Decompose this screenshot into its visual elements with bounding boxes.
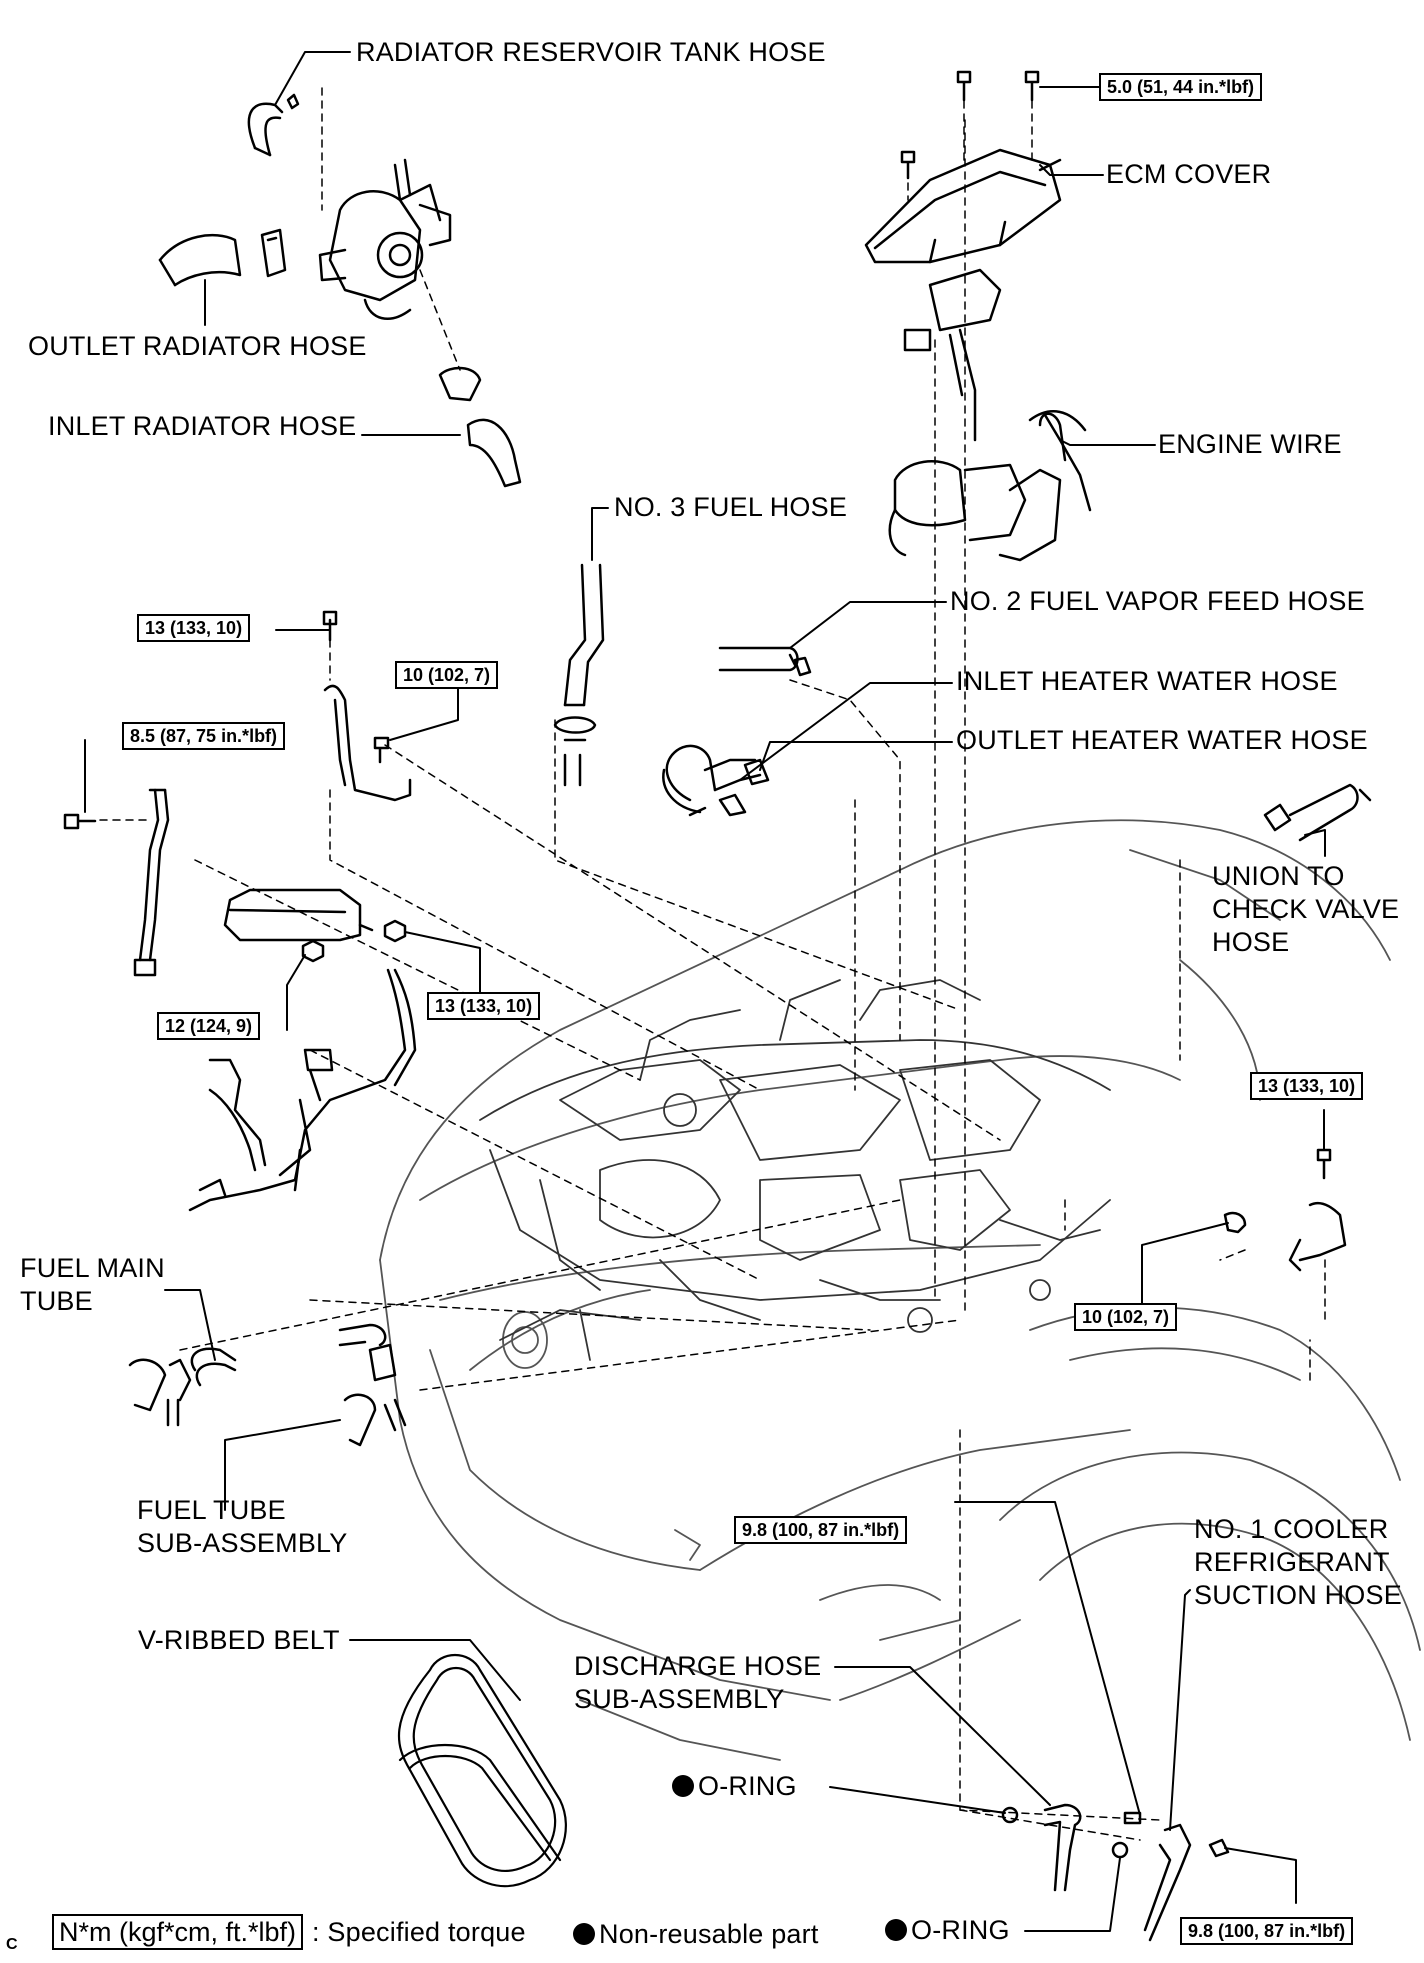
torque-nut-left: 12 (124, 9) (157, 1012, 261, 1040)
label-fuel-tube-sub-assembly: FUEL TUBE SUB-ASSEMBLY (137, 1494, 347, 1560)
torque-bracket-bolt-top: 13 (133, 10) (137, 614, 251, 642)
ground-strap (63, 788, 170, 977)
label-o-ring-upper: O-RING (672, 1770, 797, 1802)
ecm-bolts (900, 70, 1040, 180)
label-inlet-heater-water-hose: INLET HEATER WATER HOSE (956, 666, 1338, 696)
engine-wire-connectors (888, 268, 1092, 562)
v-ribbed-belt-part (397, 1654, 567, 1888)
label-fuel-main-line-1: FUEL MAIN (20, 1253, 165, 1283)
label-discharge-line-1: DISCHARGE HOSE (574, 1651, 822, 1681)
heater-water-hoses (662, 744, 770, 817)
label-union-line-3: HOSE (1212, 927, 1290, 957)
torque-ground-bolt: 8.5 (87, 75 in.*lbf) (122, 722, 286, 750)
label-engine-wire: ENGINE WIRE (1158, 429, 1342, 459)
label-cooler-line-3: SUCTION HOSE (1194, 1580, 1402, 1610)
water-outlet-assembly (318, 158, 452, 320)
label-ecm-cover: ECM COVER (1106, 159, 1272, 189)
assembly-guide-lines (99, 87, 1326, 1841)
label-no1-cooler-refrigerant-suction-hose: NO. 1 COOLER REFRIGERANT SUCTION HOSE (1194, 1513, 1402, 1612)
no2-fuel-vapor-feed-hose (718, 646, 812, 677)
label-cooler-line-2: REFRIGERANT (1194, 1547, 1390, 1577)
legend-torque-desc: : Specified torque (312, 1917, 526, 1947)
label-radiator-reservoir-tank-hose: RADIATOR RESERVOIR TANK HOSE (356, 37, 826, 67)
ecm-cover-part (864, 148, 1062, 264)
non-reusable-dot-icon (672, 1775, 694, 1797)
torque-ecm-cover-bolt: 5.0 (51, 44 in.*lbf) (1099, 73, 1263, 101)
torque-wire-bolt: 10 (102, 7) (395, 661, 499, 689)
label-inlet-radiator-hose: INLET RADIATOR HOSE (48, 411, 357, 441)
engine-wire-harness-left (188, 968, 417, 1212)
label-discharge-line-2: SUB-ASSEMBLY (574, 1684, 785, 1714)
torque-right-bracket-bolt: 13 (133, 10) (1250, 1072, 1364, 1100)
leader-lines (84, 51, 1326, 1932)
torque-discharge-bolt: 9.8 (100, 87 in.*lbf) (734, 1516, 908, 1544)
ground-bracket-right (1223, 1148, 1347, 1272)
legend-non-reusable-text: Non-reusable part (599, 1919, 819, 1949)
outlet-radiator-hose (158, 233, 242, 287)
torque-right-wire-bolt: 10 (102, 7) (1074, 1303, 1178, 1331)
radiator-reservoir-tank-hose (247, 93, 300, 157)
label-o-ring-lower: O-RING (885, 1914, 1010, 1946)
label-outlet-radiator-hose: OUTLET RADIATOR HOSE (28, 331, 367, 361)
label-union-line-1: UNION TO (1212, 861, 1345, 891)
label-outlet-heater-water-hose: OUTLET HEATER WATER HOSE (956, 725, 1368, 755)
fuel-main-tube-part (128, 1347, 237, 1427)
nuts (301, 919, 407, 963)
label-union-line-2: CHECK VALVE (1212, 894, 1400, 924)
hose-clamp-inlet (438, 366, 482, 402)
illustration-code: C (6, 1936, 18, 1953)
label-fuel-tube-line-2: SUB-ASSEMBLY (137, 1528, 348, 1558)
label-fuel-tube-line-1: FUEL TUBE (137, 1495, 286, 1525)
label-fuel-main-line-2: TUBE (20, 1286, 93, 1316)
torque-suction-bolt: 9.8 (100, 87 in.*lbf) (1180, 1917, 1354, 1945)
inlet-radiator-hose (466, 418, 522, 488)
label-v-ribbed-belt: V-RIBBED BELT (138, 1625, 340, 1655)
torque-nut-right-left: 13 (133, 10) (427, 992, 541, 1020)
engine-compartment (479, 979, 1111, 1361)
suction-hose-part (1143, 1823, 1230, 1942)
label-fuel-main-tube: FUEL MAIN TUBE (20, 1252, 165, 1318)
legend-torque-key: N*m (kgf*cm, ft.*lbf) (52, 1914, 304, 1950)
o-ring-lower-text: O-RING (911, 1915, 1010, 1945)
hose-clamp-outlet (260, 228, 287, 278)
label-union-to-check-valve-hose: UNION TO CHECK VALVE HOSE (1212, 860, 1399, 959)
non-reusable-dot-icon (573, 1923, 595, 1945)
label-discharge-hose-sub-assembly: DISCHARGE HOSE SUB-ASSEMBLY (574, 1650, 821, 1716)
fuel-tube-sub-assembly-part (338, 1323, 407, 1447)
label-no2-fuel-vapor-feed-hose: NO. 2 FUEL VAPOR FEED HOSE (950, 586, 1365, 616)
discharge-hose-part (1043, 1803, 1142, 1892)
union-to-check-valve-hose (1263, 783, 1372, 842)
ground-bracket-left (322, 610, 412, 802)
no3-fuel-hose (553, 563, 605, 787)
label-no3-fuel-hose: NO. 3 FUEL HOSE (614, 492, 848, 522)
legend-non-reusable: Non-reusable part (573, 1918, 819, 1950)
relay-box-cover (223, 888, 374, 942)
non-reusable-dot-icon (885, 1919, 907, 1941)
o-ring-upper-text: O-RING (698, 1771, 797, 1801)
label-cooler-line-1: NO. 1 COOLER (1194, 1514, 1389, 1544)
